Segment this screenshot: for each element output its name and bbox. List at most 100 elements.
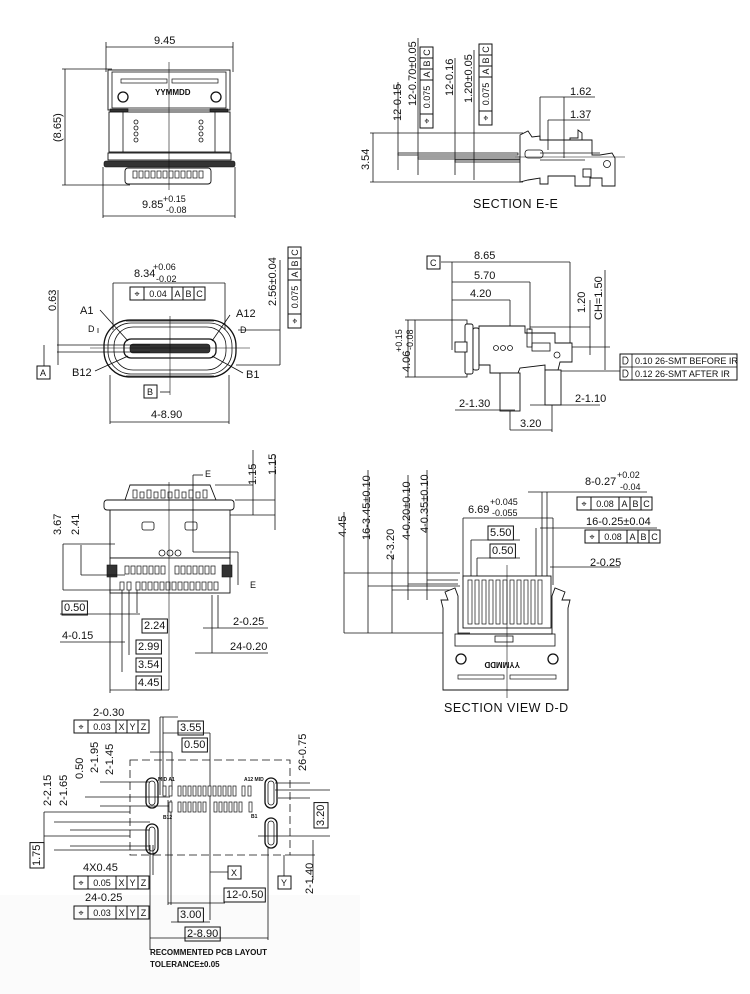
side-height-tol-minus: -0.08 bbox=[405, 329, 415, 350]
fcf-datum-ref: X bbox=[118, 722, 124, 732]
fcf-tolerance-value: 0.075 bbox=[422, 86, 432, 109]
fcf-tolerance-value: 0.075 bbox=[481, 83, 491, 106]
datum-c: C bbox=[426, 255, 441, 270]
fcf-datum-ref: A bbox=[422, 71, 432, 77]
pcb-dim-4x045: 4X0.45 bbox=[83, 862, 118, 874]
section-marker-e-top: E bbox=[205, 469, 211, 479]
date-code-marking: YYMMDD bbox=[155, 88, 191, 97]
basic-dimension-box bbox=[489, 543, 516, 559]
position-tolerance-icon: ⌖ bbox=[481, 115, 491, 120]
datum-y: Y bbox=[277, 875, 292, 890]
flatness-icon bbox=[622, 369, 629, 378]
fcf-datum-ref: B bbox=[640, 532, 646, 542]
bottom-dim-367: 3.67 bbox=[52, 514, 64, 535]
fcf-datum-ref: Y bbox=[129, 722, 135, 732]
pcb-label-a12-mid: A12 MID bbox=[244, 777, 264, 783]
section-dd-dim-8-027-minus: -0.04 bbox=[620, 482, 641, 492]
fcf-datum-ref: Z bbox=[141, 878, 147, 888]
pcb-box-050: 0.50 bbox=[184, 739, 205, 751]
section-dd-view: 4.45 16-3.45±0.10 2-3.20 4-0.20±0.10 4-0… bbox=[337, 470, 661, 715]
section-ee-title: SECTION E-E bbox=[473, 197, 558, 211]
section-dd-dim-2-025: 2-0.25 bbox=[590, 557, 621, 569]
fcf-cell bbox=[478, 43, 493, 56]
side-dim-120: 1.20 bbox=[576, 292, 588, 313]
datum-a-label: A bbox=[40, 368, 46, 378]
pcb-dim-2-145: 2-1.45 bbox=[104, 744, 116, 775]
side-dim-865: 8.65 bbox=[474, 250, 495, 262]
side-dim-570: 5.70 bbox=[474, 270, 495, 282]
basic-dimension-box bbox=[487, 525, 514, 541]
side-view: C 8.65 5.70 4.20 1.20 CH=1.50 4.06 +0.15… bbox=[394, 250, 738, 432]
section-dd-box-050: 0.50 bbox=[492, 545, 513, 557]
bottom-dim-2-025: 2-0.25 bbox=[233, 616, 264, 628]
fcf-datum-ref: Y bbox=[129, 908, 135, 918]
position-tolerance-icon: ⌖ bbox=[581, 499, 586, 509]
pcb-dim-2-030: 2-0.30 bbox=[93, 707, 124, 719]
basic-dimension-box bbox=[223, 887, 266, 903]
fcf-cell bbox=[287, 246, 302, 259]
mating-width-dim: 8.34 bbox=[134, 268, 155, 280]
fcf-datum-ref: A bbox=[629, 532, 635, 542]
section-dd-dim-16-345: 16-3.45±0.10 bbox=[361, 475, 373, 540]
pcb-dim-2-215: 2-2.15 bbox=[42, 775, 54, 806]
bottom-dim-115-b: 1.15 bbox=[267, 454, 279, 475]
basic-dimension-box bbox=[313, 802, 329, 829]
fcf-datum-ref: X bbox=[118, 878, 124, 888]
basic-dimension-box bbox=[141, 618, 168, 634]
fcf-cell bbox=[648, 529, 661, 544]
basic-dimension-box bbox=[135, 657, 162, 673]
pcb-dim-26-075: 26-0.75 bbox=[297, 734, 309, 771]
section-dd-dim-16-025: 16-0.25±0.04 bbox=[586, 516, 651, 528]
fcf-cell bbox=[137, 875, 150, 890]
section-dd-title: SECTION VIEW D-D bbox=[444, 701, 569, 715]
section-dd-date-code: YYMMDD bbox=[484, 660, 520, 669]
faint-background bbox=[0, 895, 360, 994]
side-leg-left-dim: 2-1.30 bbox=[459, 398, 490, 410]
section-ee-dim-120: 1.20±0.05 bbox=[463, 54, 475, 103]
bottom-dim-24-020: 24-0.20 bbox=[230, 641, 267, 653]
fcf-datum-ref: A bbox=[481, 68, 491, 74]
pcb-box-300: 3.00 bbox=[180, 909, 201, 921]
fcf-tolerance-value: 0.08 bbox=[604, 532, 622, 542]
bottom-dim-241: 2.41 bbox=[70, 514, 82, 535]
section-dd-box-550: 5.50 bbox=[490, 527, 511, 539]
position-tolerance-icon: ⌖ bbox=[290, 318, 300, 323]
fcf-datum-ref: A bbox=[174, 289, 180, 299]
pcb-note-tolerance: TOLERANCE±0.05 bbox=[150, 960, 220, 969]
fcf-datum-ref: B bbox=[290, 260, 300, 266]
front-height-dim: (8.65) bbox=[52, 113, 64, 142]
position-tolerance-icon: ⌖ bbox=[78, 878, 83, 888]
fcf-cell bbox=[419, 46, 434, 59]
front-width-dim: 9.45 bbox=[154, 35, 175, 47]
pin-label-a12: A12 bbox=[236, 308, 256, 320]
fcf-datum-ref: Y bbox=[129, 878, 135, 888]
section-dd-dim-4-035: 4-0.35±0.10 bbox=[419, 474, 431, 533]
datum-c-label: C bbox=[430, 258, 437, 268]
section-dd-dim-669-plus: +0.045 bbox=[490, 497, 518, 507]
fcf-datum-ref: B bbox=[481, 57, 491, 63]
pcb-box-320: 3.20 bbox=[315, 805, 327, 826]
section-ee-dim-12-070: 12-0.70±0.05 bbox=[407, 41, 419, 106]
position-tolerance-icon: ⌖ bbox=[78, 908, 83, 918]
position-tolerance-icon: ⌖ bbox=[134, 289, 139, 299]
section-dd-dim-2-320: 2-3.20 bbox=[385, 529, 397, 560]
pcb-dim-050: 0.50 bbox=[74, 758, 86, 779]
mating-width-tol-minus: -0.02 bbox=[156, 274, 177, 284]
mating-face-outline bbox=[43, 260, 281, 424]
front-base-tol-minus: -0.08 bbox=[166, 205, 187, 215]
fcf-tolerance-value: 0.075 bbox=[290, 286, 300, 309]
front-base-tol-plus: +0.15 bbox=[163, 194, 186, 204]
fcf-datum-ref: C bbox=[651, 532, 658, 542]
fcf-datum-ref: Z bbox=[141, 722, 147, 732]
pcb-label-b1: B1 bbox=[251, 814, 258, 820]
front-view-outline bbox=[62, 42, 236, 218]
fcf-tolerance-value: 0.04 bbox=[149, 289, 167, 299]
fcf-cell bbox=[137, 905, 150, 920]
basic-dimension-box bbox=[177, 907, 204, 923]
